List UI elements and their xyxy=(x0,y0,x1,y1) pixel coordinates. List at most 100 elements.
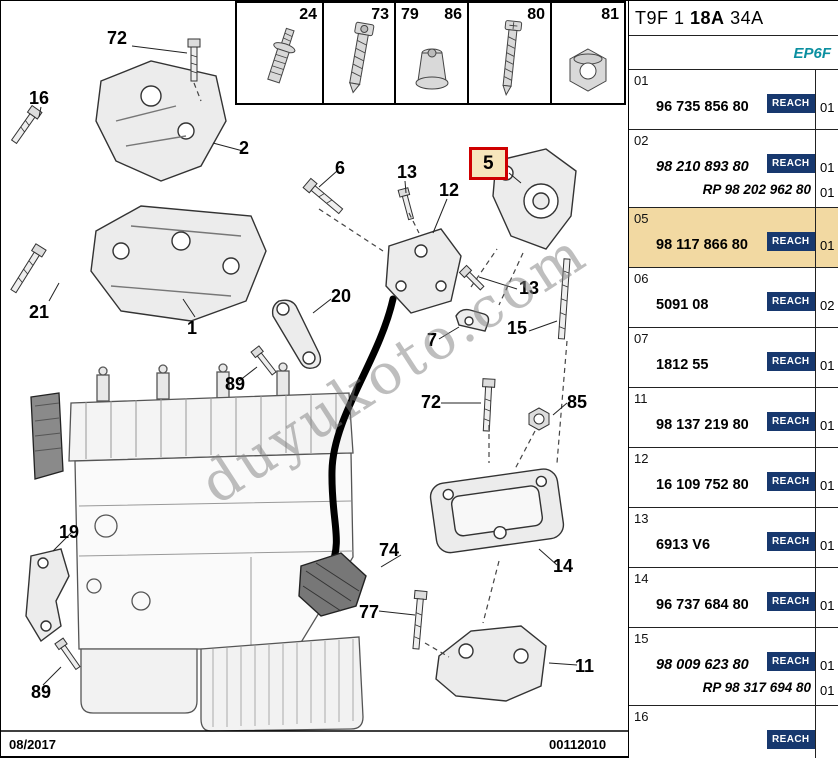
callout-77[interactable]: 77 xyxy=(359,602,380,622)
callout-13-b[interactable]: 13 xyxy=(519,278,540,298)
legend-number: 73 xyxy=(371,6,389,23)
engine-type: EP6F xyxy=(629,36,838,70)
callout-7[interactable]: 7 xyxy=(427,330,438,350)
quantity: 01 xyxy=(820,418,835,433)
replacement-quantity: 01 xyxy=(820,185,835,200)
callout-1[interactable]: 1 xyxy=(187,318,198,338)
legend-number: 79 xyxy=(401,6,419,23)
quantity: 01 xyxy=(820,538,835,553)
assembly-dashed-lines xyxy=(193,82,568,658)
reach-badge[interactable]: REACH xyxy=(767,472,815,491)
part-number: 1812 55 xyxy=(656,357,709,373)
callout-72-b[interactable]: 72 xyxy=(421,392,442,412)
callout-5-highlighted[interactable]: 5 xyxy=(469,147,508,180)
part-number: 98 210 893 80 xyxy=(656,159,749,175)
reach-badge[interactable]: REACH xyxy=(767,412,815,431)
screw-icon xyxy=(348,21,375,94)
long-screw-icon xyxy=(501,20,522,97)
leader-curve xyxy=(327,295,397,571)
row-index: 16 xyxy=(634,709,649,724)
quantity: 01 xyxy=(820,358,835,373)
callout-2[interactable]: 2 xyxy=(239,138,250,158)
legend-cell-73[interactable]: 73 xyxy=(322,3,394,103)
callout-20[interactable]: 20 xyxy=(331,286,352,306)
legend-cell-24[interactable]: 24 xyxy=(237,3,322,103)
quantity-column-divider xyxy=(815,69,816,758)
row-index: 11 xyxy=(634,391,648,406)
row-index: 05 xyxy=(634,211,649,226)
fastener-legend: 24 73 xyxy=(235,1,626,105)
callout-89[interactable]: 89 xyxy=(225,374,246,394)
legend-cell-81[interactable]: 81 xyxy=(550,3,624,103)
callout-leaders xyxy=(38,45,578,686)
callout-21[interactable]: 21 xyxy=(29,302,50,322)
footer-date: 08/2017 xyxy=(9,737,56,752)
callout-12[interactable]: 12 xyxy=(439,180,460,200)
flange-nut-icon xyxy=(415,48,448,90)
callout-14[interactable]: 14 xyxy=(553,556,574,576)
part-number: 16 109 752 80 xyxy=(656,477,749,493)
legend-number: 24 xyxy=(299,6,317,23)
callout-19[interactable]: 19 xyxy=(59,522,80,542)
code-prefix: T9F 1 xyxy=(635,8,685,28)
stud-icon xyxy=(266,27,295,84)
callout-13[interactable]: 13 xyxy=(397,162,418,182)
row-index: 06 xyxy=(634,271,649,286)
quantity: 01 xyxy=(820,598,835,613)
quantity: 01 xyxy=(820,238,835,253)
replacement-part-number: RP 98 317 694 80 xyxy=(702,680,811,695)
callout-74[interactable]: 74 xyxy=(379,540,400,560)
callout-16[interactable]: 16 xyxy=(29,88,50,108)
parts-diagram: 24 73 xyxy=(1,1,628,758)
legend-cell-80[interactable]: 80 xyxy=(467,3,550,103)
reach-badge[interactable]: REACH xyxy=(767,292,815,311)
callout-85[interactable]: 85 xyxy=(567,392,588,412)
quantity: 01 xyxy=(820,100,835,115)
replacement-quantity: 01 xyxy=(820,683,835,698)
quantity: 01 xyxy=(820,160,835,175)
reach-badge[interactable]: REACH xyxy=(767,730,815,749)
engine-block-drawing xyxy=(30,362,364,732)
reach-badge[interactable]: REACH xyxy=(767,154,815,173)
replacement-part-number: RP 98 202 962 80 xyxy=(702,182,811,197)
legend-cell-79-86[interactable]: 79 86 xyxy=(394,3,467,103)
callout-89-b[interactable]: 89 xyxy=(31,682,52,702)
callout-15[interactable]: 15 xyxy=(507,318,528,338)
callout-72[interactable]: 72 xyxy=(107,28,128,48)
legend-number: 81 xyxy=(601,6,619,23)
legend-number: 86 xyxy=(444,6,462,23)
code-section: 18A xyxy=(690,8,725,28)
reach-badge[interactable]: REACH xyxy=(767,94,815,113)
reach-badge[interactable]: REACH xyxy=(767,352,815,371)
quantity: 01 xyxy=(820,658,835,673)
catalog-code: T9F 1 18A 34A xyxy=(629,1,838,36)
quantity: 01 xyxy=(820,478,835,493)
reach-badge[interactable]: REACH xyxy=(767,592,815,611)
footer-document-number: 00112010 xyxy=(549,737,607,752)
parts-row-11[interactable]: 11 98 137 219 80 REACH 01 xyxy=(629,388,838,448)
reach-badge[interactable]: REACH xyxy=(767,232,815,251)
reach-badge[interactable]: REACH xyxy=(767,532,815,551)
part-number: 96 737 684 80 xyxy=(656,597,749,613)
fasteners xyxy=(10,38,571,671)
code-suffix: 34A xyxy=(730,8,764,28)
part-number: 96 735 856 80 xyxy=(656,99,749,115)
reach-badge[interactable]: REACH xyxy=(767,652,815,671)
part-number: 98 009 623 80 xyxy=(656,657,749,673)
callout-6[interactable]: 6 xyxy=(335,158,346,178)
part-number: 98 137 219 80 xyxy=(656,417,749,433)
callout-11[interactable]: 11 xyxy=(575,656,595,676)
